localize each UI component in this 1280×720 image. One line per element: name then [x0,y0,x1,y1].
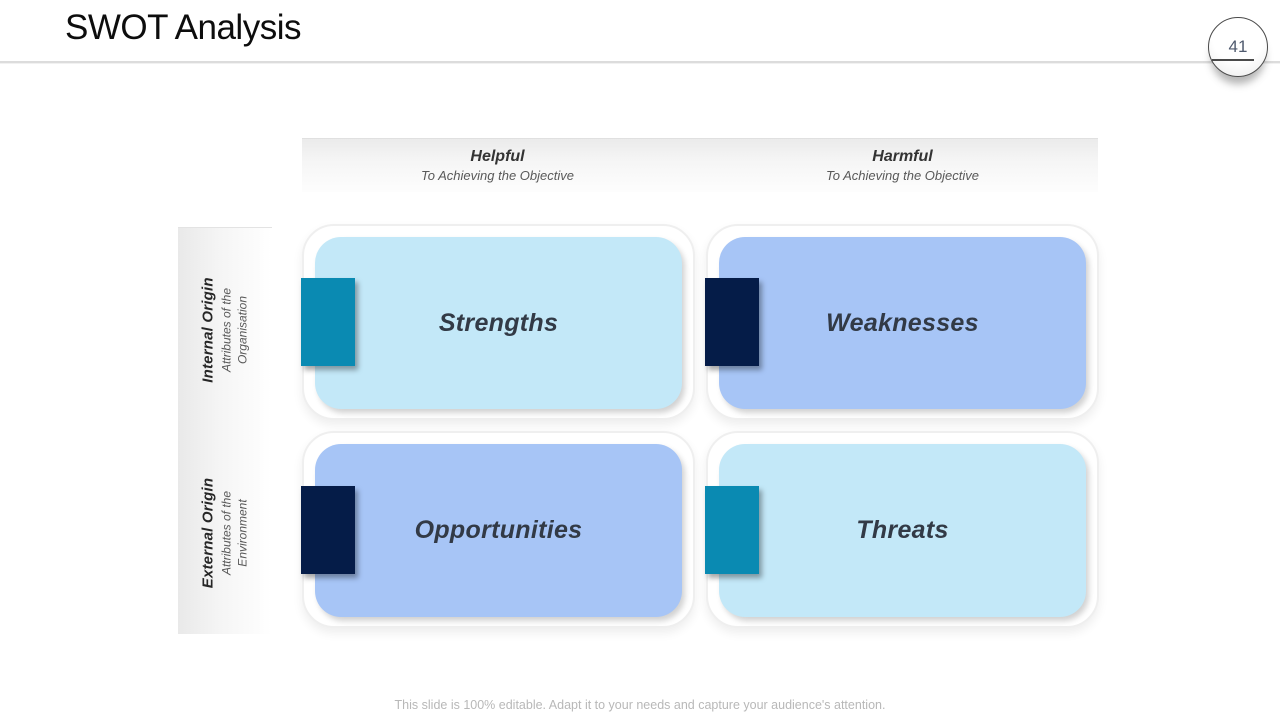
row-sublabel: Attributes of the Organisation [219,287,249,372]
row-label: Internal Origin [199,276,217,383]
row-label: External Origin [199,477,217,588]
footer-note: This slide is 100% editable. Adapt it to… [394,698,886,712]
column-label: Harmful [872,148,933,165]
quadrant-strengths: Strengths [301,224,695,420]
quadrant-threats: Threats [705,431,1099,628]
row-header-internal: Internal Origin Attributes of the Organi… [178,228,272,431]
page-number-badge: 41 [1208,17,1268,77]
title-divider-line [0,61,1280,64]
strengths-label: Strengths [438,308,559,337]
quadrant-opportunities: Opportunities [301,431,695,628]
opportunities-tab [301,485,355,574]
strengths-card: Strengths [315,237,682,409]
threats-label: Threats [856,516,949,544]
page-number: 41 [1228,37,1248,56]
row-header-external: External Origin Attributes of the Enviro… [178,431,272,634]
row-sublabel: Attributes of the Environment [219,490,249,575]
threats-tab [705,485,759,574]
column-sublabel: To Achieving the Objective [421,168,574,183]
page-title: SWOT Analysis [65,8,301,47]
threats-card: Threats [719,444,1086,617]
column-header-helpful: Helpful To Achieving the Objective [302,148,693,192]
opportunities-label: Opportunities [414,516,583,544]
opportunities-card: Opportunities [315,444,682,617]
column-header-band: Helpful To Achieving the Objective Harmf… [302,138,1098,192]
weaknesses-card: Weaknesses [719,237,1086,409]
quadrant-weaknesses: Weaknesses [705,224,1099,420]
strengths-tab [301,278,355,366]
page-number-underline [1212,59,1254,61]
row-header-band: Internal Origin Attributes of the Organi… [178,227,272,634]
column-header-harmful: Harmful To Achieving the Objective [707,148,1098,192]
weaknesses-label: Weaknesses [826,308,979,337]
weaknesses-tab [705,278,759,366]
column-label: Helpful [470,148,525,165]
column-sublabel: To Achieving the Objective [826,168,979,183]
